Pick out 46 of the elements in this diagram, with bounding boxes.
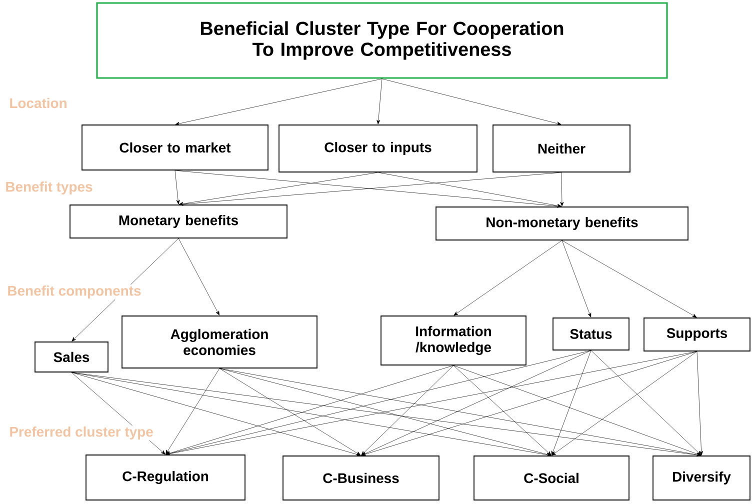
arrow	[562, 240, 592, 318]
section-label: Benefit types	[4, 180, 94, 196]
arrow	[453, 365, 702, 456]
arrow	[175, 78, 382, 126]
arrow	[219, 368, 361, 456]
arrow	[590, 350, 702, 456]
arrow	[166, 368, 220, 454]
box: C-Regulation	[86, 454, 246, 500]
section-label: Benefit components	[6, 284, 142, 300]
box: Status	[552, 318, 630, 350]
arrow	[696, 351, 704, 456]
arrow	[361, 365, 454, 456]
box: Non-monetary benefits	[436, 206, 688, 240]
arrow	[71, 372, 361, 456]
arrow	[551, 350, 592, 456]
arrow	[378, 172, 562, 208]
arrow	[376, 78, 382, 124]
arrow	[361, 350, 592, 456]
title-box: Beneficial Cluster Type For Cooperation To Improve Competitiveness	[96, 2, 668, 79]
box: Monetary benefits	[70, 204, 288, 238]
box: Information /knowledge	[380, 316, 526, 366]
box: Diversify	[652, 456, 750, 500]
arrow	[219, 368, 552, 456]
arrow	[454, 240, 562, 316]
box: Agglomeration economies	[122, 316, 318, 368]
box: Closer to market	[82, 124, 268, 170]
arrow	[174, 170, 180, 204]
arrow	[552, 351, 698, 456]
arrow	[361, 351, 698, 456]
arrow	[178, 238, 220, 316]
arrow	[166, 350, 592, 456]
box: Neither	[492, 124, 630, 172]
arrow	[166, 351, 698, 456]
arrow	[178, 172, 378, 206]
box: Sales	[34, 342, 108, 372]
arrow	[560, 172, 564, 206]
arrow	[562, 240, 697, 318]
arrow	[166, 365, 454, 455]
arrow	[453, 365, 552, 456]
box: Closer to inputs	[278, 124, 478, 172]
arrow	[382, 78, 562, 126]
box: C-Business	[282, 456, 440, 500]
box: C-Social	[474, 456, 630, 500]
section-label: Preferred cluster type	[8, 426, 154, 440]
section-label: Location	[8, 96, 68, 110]
box: Supports	[644, 318, 750, 352]
